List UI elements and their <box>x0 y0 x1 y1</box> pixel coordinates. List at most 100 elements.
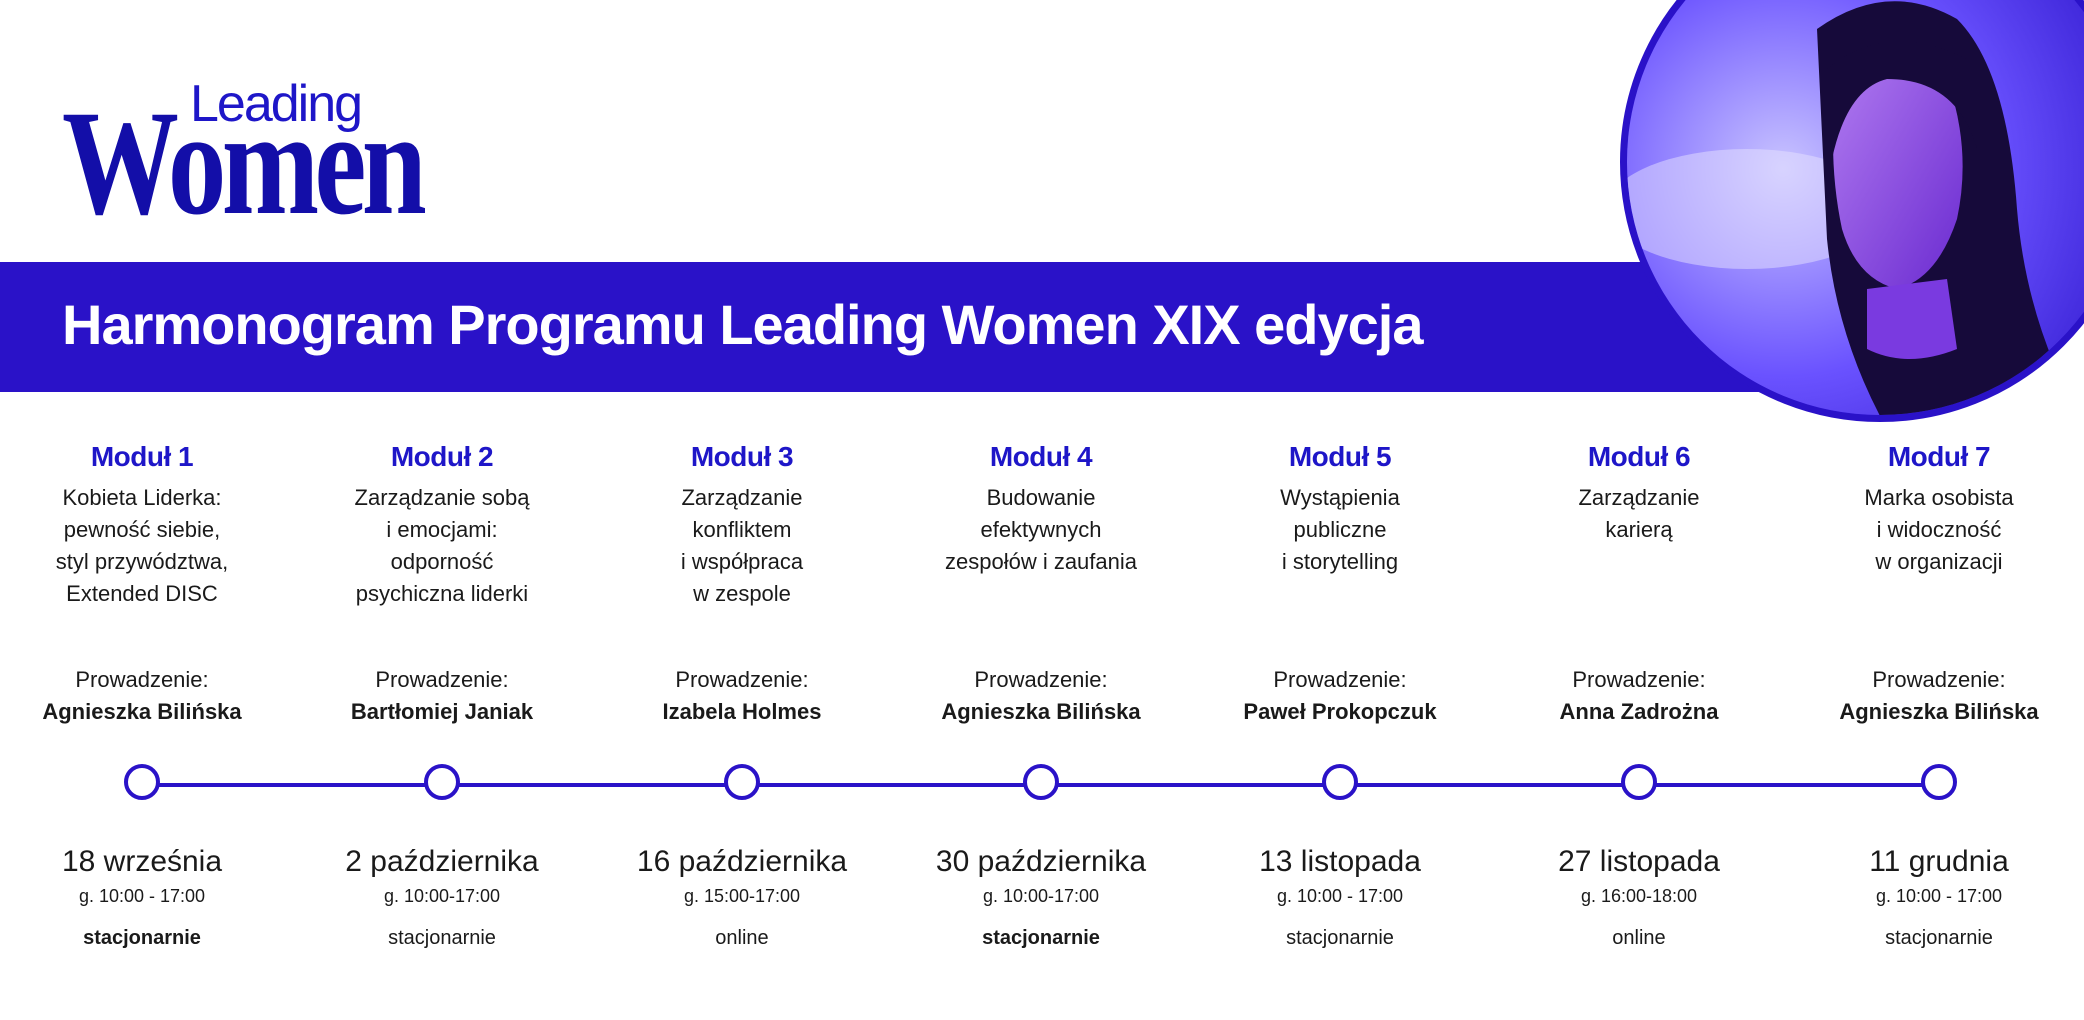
lead-label: Prowadzenie: <box>675 667 809 692</box>
module-label: Moduł 1 <box>90 441 194 472</box>
module-topic-line: Zarządzanie <box>681 485 803 510</box>
module-column-5: Moduł 5 Wystąpienia publiczne i storytellin… <box>1195 440 1485 728</box>
logo-women-text: Women <box>62 80 427 246</box>
lead-label: Prowadzenie: <box>1273 667 1407 692</box>
module-date: 16 października <box>636 845 848 878</box>
module-mode: stacjonarnie <box>83 927 201 949</box>
module-column-2: Moduł 2 Zarządzanie sobą i emocjami: odporn… <box>297 440 587 728</box>
module-label: Moduł 7 <box>1887 441 1991 472</box>
page-title: Harmonogram Programu Leading Women XIX e… <box>62 293 1423 356</box>
module-topic-line: Budowanie <box>986 485 1096 510</box>
module-topic-line: konfliktem <box>692 517 792 542</box>
module-label: Moduł 4 <box>989 441 1093 472</box>
module-date: 11 grudnia <box>1869 845 2009 878</box>
module-mode: stacjonarnie <box>388 927 496 949</box>
module-date: 30 października <box>935 845 1147 878</box>
woman-portrait-photo <box>1620 0 2084 422</box>
lead-name: Izabela Holmes <box>662 699 822 724</box>
module-date: 18 września <box>61 845 223 878</box>
lead-name: Agnieszka Bilińska <box>42 699 242 724</box>
timeline-dot-4 <box>1023 764 1059 800</box>
module-mode: stacjonarnie <box>1885 927 1993 949</box>
module-date-block-7: 11 grudnia g. 10:00 - 17:00 stacjonarnie <box>1794 842 2084 952</box>
lead-label: Prowadzenie: <box>1872 667 2006 692</box>
module-hours: g. 10:00-17:00 <box>383 886 501 906</box>
module-topic: Zarządzanie sobą i emocjami: odporność psyc… <box>297 482 587 658</box>
module-topic-line: efektywnych <box>980 517 1102 542</box>
lead-label: Prowadzenie: <box>974 667 1108 692</box>
module-topic: Budowanie efektywnych zespołów i zaufania <box>896 482 1186 658</box>
lead-label: Prowadzenie: <box>75 667 209 692</box>
module-topic: Wystąpienia publiczne i storytelling <box>1195 482 1485 658</box>
lead-name: Paweł Prokopczuk <box>1243 699 1437 724</box>
module-label: Moduł 6 <box>1587 441 1691 472</box>
module-hours: g. 10:00 - 17:00 <box>1276 886 1404 906</box>
module-topic-line: Zarządzanie sobą <box>354 485 530 510</box>
module-label: Moduł 2 <box>390 441 494 472</box>
module-date: 13 listopada <box>1259 845 1421 878</box>
module-topic-line: i emocjami: <box>386 517 498 542</box>
module-hours: g. 10:00-17:00 <box>982 886 1100 906</box>
module-topic-line: publiczne <box>1293 517 1387 542</box>
module-mode: online <box>715 927 769 949</box>
module-topic-line: Zarządzanie <box>1578 485 1700 510</box>
module-date-block-6: 27 listopada g. 16:00-18:00 online <box>1494 842 1784 952</box>
module-topic-line: Extended DISC <box>66 581 218 606</box>
module-date-block-3: 16 października g. 15:00-17:00 online <box>597 842 887 952</box>
timeline-dot-2 <box>424 764 460 800</box>
module-hours: g. 10:00 - 17:00 <box>78 886 206 906</box>
module-hours: g. 15:00-17:00 <box>683 886 801 906</box>
module-column-7: Moduł 7 Marka osobista i widoczność w organ… <box>1794 440 2084 728</box>
module-label: Moduł 5 <box>1288 441 1392 472</box>
module-topic: Zarządzanie karierą <box>1494 482 1784 658</box>
module-topic: Kobieta Liderka: pewność siebie, styl przy… <box>0 482 287 658</box>
module-date: 2 października <box>345 845 539 878</box>
module-topic-line: psychiczna liderki <box>355 581 529 606</box>
module-topic: Zarządzanie konfliktem i współpraca w zespo… <box>597 482 887 658</box>
logo-leading-text: Leading <box>190 75 363 133</box>
module-column-4: Moduł 4 Budowanie efektywnych zespołów i za… <box>896 440 1186 728</box>
module-topic-line: w zespole <box>693 581 791 606</box>
module-hours: g. 10:00 - 17:00 <box>1875 886 2003 906</box>
module-topic-line: i storytelling <box>1281 549 1399 574</box>
timeline-dot-6 <box>1621 764 1657 800</box>
module-topic: Marka osobista i widoczność w organizacji <box>1794 482 2084 658</box>
module-topic-line: styl przywództwa, <box>55 549 229 574</box>
module-label: Moduł 3 <box>690 441 794 472</box>
lead-label: Prowadzenie: <box>1572 667 1706 692</box>
module-mode: stacjonarnie <box>982 927 1100 949</box>
lead-name: Bartłomiej Janiak <box>350 699 534 724</box>
module-date-block-1: 18 września g. 10:00 - 17:00 stacjonarnie <box>0 842 287 952</box>
lead-label: Prowadzenie: <box>375 667 509 692</box>
module-topic-line: Kobieta Liderka: <box>62 485 222 510</box>
timeline-dot-3 <box>724 764 760 800</box>
module-mode: stacjonarnie <box>1286 927 1394 949</box>
lead-name: Agnieszka Bilińska <box>941 699 1141 724</box>
module-topic-line: odporność <box>390 549 494 574</box>
timeline-dot-7 <box>1921 764 1957 800</box>
module-date-block-2: 2 października g. 10:00-17:00 stacjonarnie <box>297 842 587 952</box>
module-topic-line: w organizacji <box>1875 549 2003 574</box>
module-topic-line: Wystąpienia <box>1280 485 1400 510</box>
module-topic-line: pewność siebie, <box>63 517 221 542</box>
portrait-illustration <box>1627 0 2084 415</box>
module-topic-line: karierą <box>1605 517 1673 542</box>
module-mode: online <box>1612 927 1666 949</box>
lead-name: Anna Zadrożna <box>1559 699 1719 724</box>
module-date-block-5: 13 listopada g. 10:00 - 17:00 stacjonarnie <box>1195 842 1485 952</box>
module-topic-line: i współpraca <box>680 549 804 574</box>
lead-name: Agnieszka Bilińska <box>1839 699 2039 724</box>
module-topic-line: zespołów i zaufania <box>944 549 1137 574</box>
module-topic-line: Marka osobista <box>1864 485 2014 510</box>
module-column-1: Moduł 1 Kobieta Liderka: pewność siebie, st… <box>0 440 287 728</box>
module-column-3: Moduł 3 Zarządzanie konfliktem i współpraca… <box>597 440 887 728</box>
module-date: 27 listopada <box>1558 845 1720 878</box>
module-date-block-4: 30 października g. 10:00-17:00 stacjonarni… <box>896 842 1186 952</box>
leading-women-logo: Leading Women <box>62 70 522 238</box>
module-hours: g. 16:00-18:00 <box>1580 886 1698 906</box>
module-topic-line: i widoczność <box>1876 517 2002 542</box>
title-banner: Harmonogram Programu Leading Women XIX e… <box>0 262 1780 392</box>
timeline-dot-5 <box>1322 764 1358 800</box>
timeline-dot-1 <box>124 764 160 800</box>
